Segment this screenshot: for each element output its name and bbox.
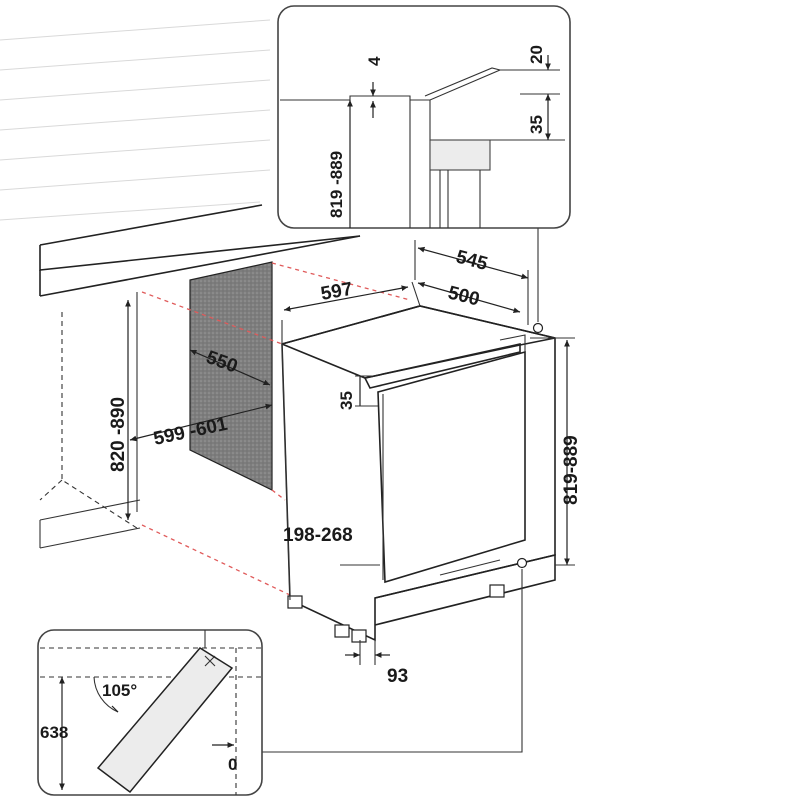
top-detail-callout [277,5,571,229]
label-depth-appliance: 500 [446,282,482,310]
callout-connectors [262,228,544,753]
door-opening-callout [37,629,263,796]
label-width-appliance: 597 [319,279,354,305]
label-width-outer-depth: 545 [454,247,490,276]
label-door-offset: 35 [337,391,356,410]
label-top-bracket: 20 [527,45,546,64]
appliance-body [281,305,556,643]
label-door-clearance: 0 [228,755,237,774]
background-hatching [0,19,271,221]
label-top-bracket-depth: 35 [527,115,546,134]
cabinet-outline [39,292,141,549]
hidden-edges [141,262,411,596]
worktop [39,204,361,297]
label-top-niche-height: 819 -889 [327,151,346,218]
label-plinth-height: 198-268 [283,525,353,546]
label-top-gap: 4 [365,56,384,66]
dimension-lines [125,240,575,665]
label-door-angle: 105° [102,681,137,700]
label-door-swing: 638 [40,723,68,742]
label-plinth-depth: 93 [387,666,408,687]
label-niche-height: 820 -890 [108,397,129,472]
label-appliance-height: 819-889 [561,435,582,505]
